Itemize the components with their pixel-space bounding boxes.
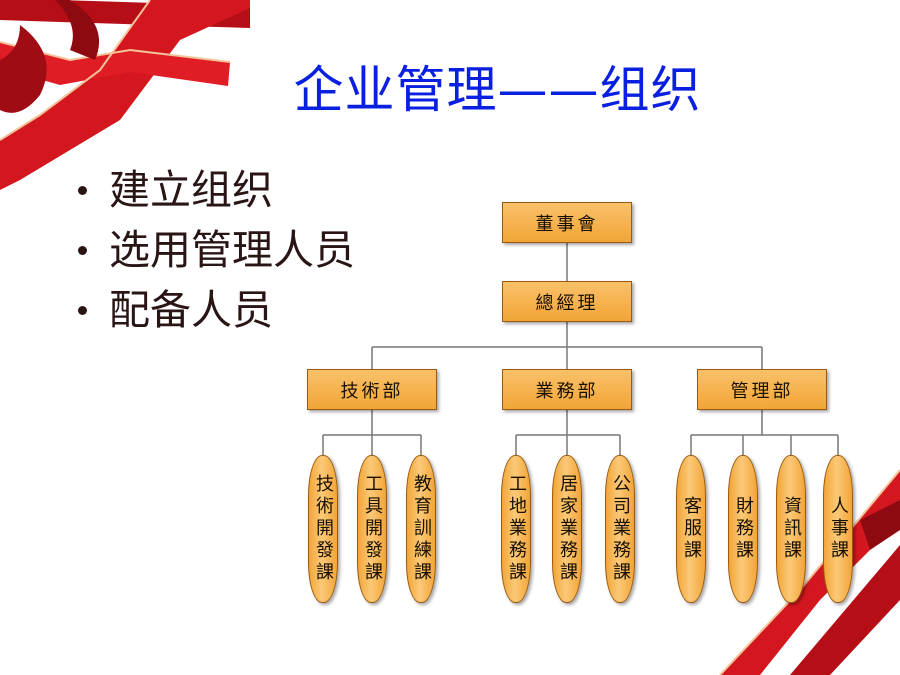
bullet-list: 建立组织 选用管理人员 配备人员	[78, 160, 355, 340]
org-node-department: 管理部	[697, 369, 827, 410]
bullet-item: 配备人员	[78, 280, 355, 340]
bullet-dot-icon	[78, 185, 87, 195]
org-node-unit: 財務課	[728, 455, 758, 603]
bullet-dot-icon	[78, 305, 87, 315]
bullet-item: 选用管理人员	[78, 220, 355, 280]
org-node-unit: 資訊課	[776, 455, 806, 603]
bullet-text: 配备人员	[109, 286, 273, 334]
page-title-text: 企业管理——组织	[293, 61, 702, 119]
bullet-text: 选用管理人员	[109, 226, 355, 274]
bullet-item: 建立组织	[78, 160, 355, 220]
bullet-dot-icon	[78, 245, 87, 255]
org-node-unit: 工地業務課	[501, 455, 531, 603]
org-node-unit: 教育訓練課	[406, 455, 436, 603]
org-node-board: 董事會	[502, 202, 632, 243]
org-node-department: 技術部	[307, 369, 437, 410]
page-title: 企业管理——组织	[0, 50, 900, 122]
org-node-department: 業務部	[502, 369, 632, 410]
org-node-unit: 人事課	[823, 455, 853, 603]
bullet-text: 建立组织	[109, 166, 273, 214]
org-node-unit: 客服課	[676, 455, 706, 603]
org-node-unit: 工具開發課	[357, 455, 387, 603]
org-node-unit: 公司業務課	[605, 455, 635, 603]
org-node-ceo: 總經理	[502, 281, 632, 322]
org-node-unit: 居家業務課	[552, 455, 582, 603]
org-node-unit: 技術開發課	[308, 455, 338, 603]
